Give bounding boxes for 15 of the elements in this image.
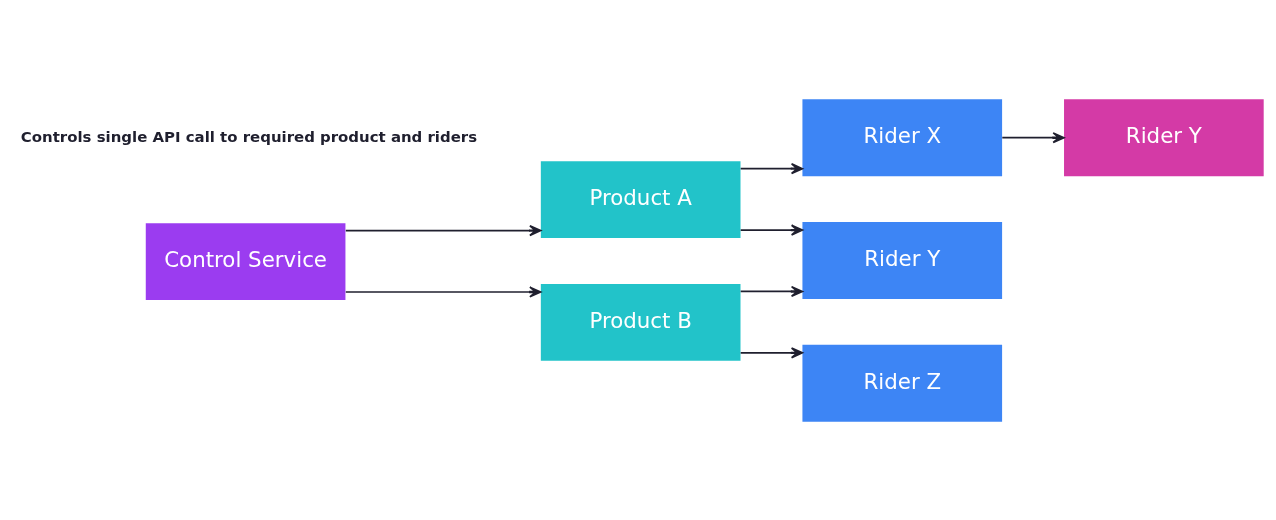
node-box: Rider Z: [802, 344, 1003, 422]
arrow: [739, 223, 804, 236]
arrow: [344, 285, 542, 298]
node-box: Rider Y: [802, 221, 1003, 299]
arrow: [739, 162, 804, 174]
arrow: [739, 285, 804, 297]
arrow: [739, 346, 804, 358]
node-box: Control Service: [145, 222, 346, 300]
label: Controls single API call to required product and riders: [20, 127, 478, 146]
arrow: [344, 224, 542, 236]
node-box: Product A: [540, 160, 741, 238]
arrow: [1001, 131, 1065, 143]
node-box: Product B: [540, 283, 741, 361]
node-box: Rider X: [802, 98, 1003, 176]
node-box: Rider Y: [1064, 98, 1264, 176]
